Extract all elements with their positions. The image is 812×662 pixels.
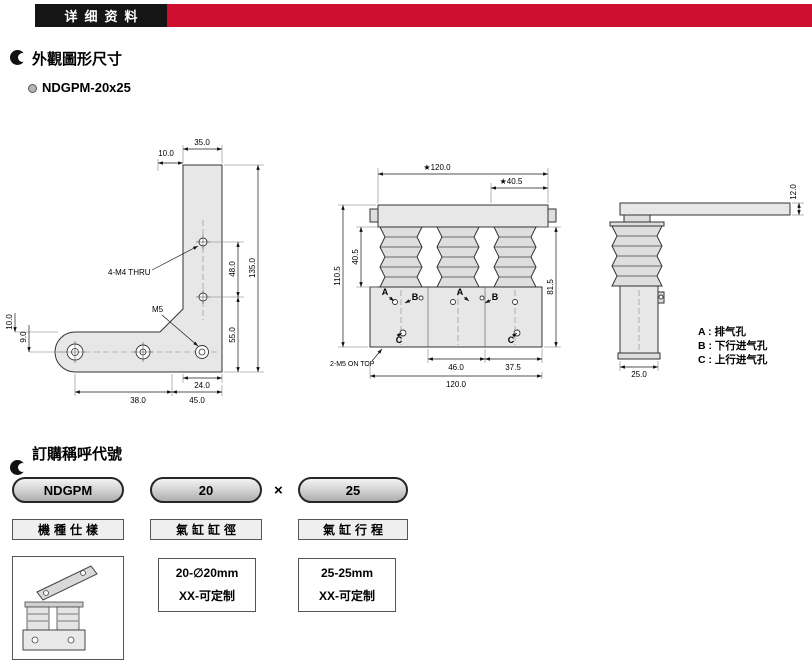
left-view-drawing: 35.0 10.0 4-M4 THRU 48.0 135.0 M5 55.0 bbox=[5, 138, 264, 405]
order-code-stroke: 25 bbox=[298, 477, 408, 503]
port-label-c: C bbox=[396, 335, 403, 345]
front-view-drawing: A B A B C C ★120.0 ★40.5 40.5 bbox=[330, 163, 561, 389]
dim-label: 2-M5 ON TOP bbox=[330, 361, 375, 368]
stroke-label: 氣缸行程 bbox=[298, 519, 408, 540]
dim-label: ★40.5 bbox=[500, 177, 523, 186]
port-label-a: A bbox=[457, 287, 464, 297]
legend-line-a: A : 排气孔 bbox=[698, 325, 747, 338]
bore-option-1: 20-∅20mm bbox=[175, 566, 239, 580]
dim-label: 48.0 bbox=[228, 261, 237, 277]
bore-option-2: XX-可定制 bbox=[178, 589, 235, 603]
dim-label: 10.0 bbox=[158, 149, 174, 158]
bore-label: 氣缸缸徑 bbox=[150, 519, 262, 540]
dim-label: 38.0 bbox=[130, 396, 146, 405]
legend-line-b: B : 下行进气孔 bbox=[698, 339, 768, 352]
dim-label: 81.5 bbox=[546, 279, 555, 295]
dim-label: 46.0 bbox=[448, 363, 464, 372]
front-view-dimensions: ★120.0 ★40.5 40.5 110.5 81.5 2-M5 ON TOP bbox=[330, 163, 561, 389]
port-legend: A : 排气孔 B : 下行进气孔 C : 上行进气孔 bbox=[698, 325, 768, 366]
dim-label: 10.0 bbox=[5, 314, 14, 330]
dim-label: 55.0 bbox=[228, 327, 237, 343]
model-bullet-icon bbox=[28, 84, 37, 93]
stroke-option-2: XX-可定制 bbox=[318, 589, 375, 603]
order-code-bore: 20 bbox=[150, 477, 262, 503]
model-name: NDGPM-20x25 bbox=[42, 80, 131, 95]
legend-line-c: C : 上行进气孔 bbox=[698, 353, 768, 366]
page-header-title: 详细资料 bbox=[35, 4, 167, 27]
port-label-c: C bbox=[508, 335, 515, 345]
model-spec-label: 機種仕樣 bbox=[12, 519, 124, 540]
bore-options-box: 20-∅20mm XX-可定制 bbox=[158, 558, 256, 612]
side-view-part bbox=[609, 202, 791, 360]
dim-label: 110.5 bbox=[333, 266, 342, 286]
dim-label: 120.0 bbox=[446, 380, 467, 389]
port-label-b: B bbox=[492, 292, 499, 302]
dimensions-section-title: 外觀圖形尺寸 bbox=[32, 51, 123, 68]
side-view-dimensions: 12.0 25.0 bbox=[619, 184, 804, 379]
side-view-drawing: 12.0 25.0 A : 排气孔 B : 下行进气孔 C : 上行进气孔 bbox=[609, 184, 804, 379]
stroke-options-box: 25-25mm XX-可定制 bbox=[298, 558, 396, 612]
dim-label: 9.0 bbox=[19, 331, 28, 343]
front-view-part bbox=[369, 204, 557, 348]
dim-label: 24.0 bbox=[194, 381, 210, 390]
dim-label: ★120.0 bbox=[423, 163, 451, 172]
dim-label: 35.0 bbox=[194, 138, 210, 147]
gripper-drawing bbox=[22, 565, 98, 651]
dim-label: 12.0 bbox=[789, 184, 798, 200]
dim-label: M5 bbox=[152, 305, 164, 314]
gripper-illustration bbox=[22, 565, 98, 651]
dim-label: 45.0 bbox=[189, 396, 205, 405]
product-illustration-box bbox=[12, 556, 124, 660]
dim-label: 37.5 bbox=[505, 363, 521, 372]
section-bullet-icon bbox=[10, 50, 27, 65]
left-view-dimensions: 35.0 10.0 4-M4 THRU 48.0 135.0 M5 55.0 bbox=[5, 138, 264, 405]
order-code-model: NDGPM bbox=[12, 477, 124, 503]
section-bullet-icon bbox=[10, 460, 27, 475]
dim-label: 4-M4 THRU bbox=[108, 268, 151, 277]
multiply-sign: × bbox=[274, 482, 283, 499]
port-label-b: B bbox=[412, 292, 419, 302]
dim-label: 40.5 bbox=[351, 249, 360, 265]
front-view-port-labels: A B A B C C bbox=[382, 287, 518, 345]
header-title-text: 详细资料 bbox=[64, 9, 145, 24]
dim-label: 25.0 bbox=[631, 370, 647, 379]
header-red-bar bbox=[167, 4, 812, 27]
stroke-option-1: 25-25mm bbox=[320, 566, 374, 580]
order-section-title: 訂購稱呼代號 bbox=[32, 446, 123, 463]
port-label-a: A bbox=[382, 287, 389, 297]
dim-label: 135.0 bbox=[248, 257, 257, 278]
